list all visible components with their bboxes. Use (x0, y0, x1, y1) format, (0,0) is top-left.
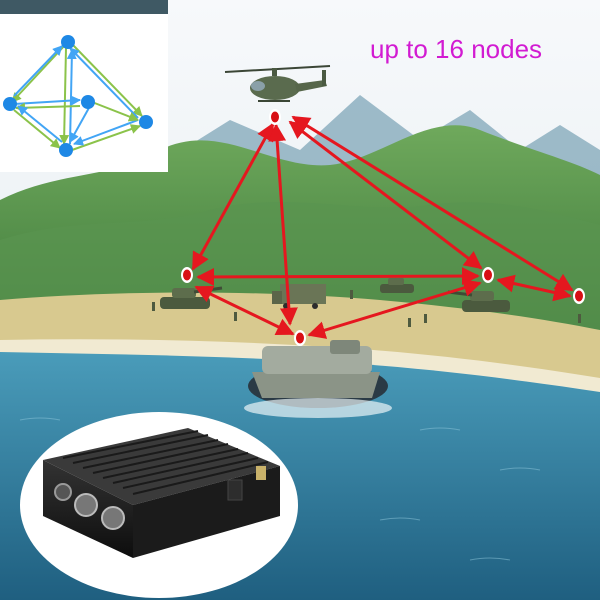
node-markers (181, 109, 585, 346)
node-marker (482, 267, 494, 283)
mesh-topology-diagram (3, 35, 153, 157)
radio-device-panel (20, 412, 298, 598)
node-marker (181, 267, 193, 283)
inset-node (3, 97, 17, 111)
nodes-caption: up to 16 nodes (370, 34, 543, 64)
helicopter-icon (224, 65, 331, 102)
inset-node (139, 115, 153, 129)
inset-node (81, 95, 95, 109)
inset-node (59, 143, 73, 157)
inset-node (61, 35, 75, 49)
node-marker (573, 288, 585, 304)
hovercraft-icon (244, 340, 392, 418)
radio-device-icon (43, 428, 280, 558)
node-marker (294, 330, 306, 346)
mesh-topology-inset (0, 0, 168, 172)
node-marker (269, 109, 281, 125)
link-arrows (191, 115, 574, 339)
